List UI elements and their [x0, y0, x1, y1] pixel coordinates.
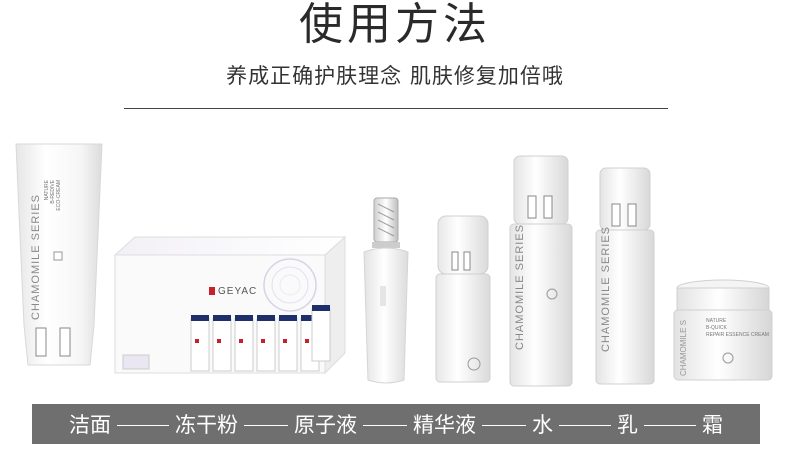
page-title: 使用方法	[299, 0, 491, 50]
cleanser-brand-text: CHAMOMILE SERIES	[30, 193, 42, 320]
step-powder: 冻干粉	[175, 413, 238, 437]
toner-bottle-image: CHAMOMILE SERIES	[508, 154, 574, 390]
step-separator	[482, 424, 526, 426]
cream-brand-text: CHAMOMILE SERIES	[680, 320, 688, 376]
step-separator	[644, 424, 696, 426]
usage-steps-bar: 洁面 冻干粉 原子液 精华液 水 乳 霜	[32, 404, 760, 444]
step-cleanse: 洁面	[69, 413, 111, 437]
products-showcase: CHAMOMILE SERIES NATURE B-REDIVE ECO-CRE…	[0, 120, 790, 400]
step-separator	[363, 424, 407, 426]
emulsion-bottle-shape	[595, 167, 655, 385]
essence-bottle-shape	[435, 215, 491, 383]
step-separator	[244, 424, 288, 426]
step-separator	[117, 424, 169, 426]
atom-liquid-bottle-image	[360, 196, 412, 388]
page-subtitle: 养成正确护肤理念 肌肤修复加倍哦	[226, 64, 564, 88]
step-emulsion: 乳	[617, 413, 638, 437]
cleanser-tube-shape	[15, 143, 103, 366]
step-toner: 水	[532, 413, 553, 437]
kit-brand-text: GEYAC	[218, 286, 258, 297]
step-essence: 精华液	[413, 413, 476, 437]
cream-jar-shape	[673, 279, 773, 381]
cream-line3: REPAIR ESSENCE CREAM	[706, 332, 769, 338]
emulsion-brand-text: CHAMOMILE SERIES	[600, 225, 612, 352]
essence-bottle-image	[434, 214, 492, 386]
toner-brand-text: CHAMOMILE SERIES	[514, 223, 526, 350]
toner-bottle-shape	[509, 155, 573, 387]
powder-kit-image: GEYAC	[105, 235, 355, 385]
header-divider	[124, 108, 668, 109]
cleanser-line3: ECO-CREAM	[56, 180, 62, 211]
step-cream: 霜	[702, 413, 723, 437]
cleanser-tube-image: CHAMOMILE SERIES NATURE B-REDIVE ECO-CRE…	[14, 140, 104, 370]
cream-line1: NATURE	[706, 318, 727, 324]
step-separator	[559, 424, 611, 426]
atom-bottle-shape	[363, 197, 409, 384]
emulsion-bottle-image: CHAMOMILE SERIES	[594, 166, 656, 388]
cream-jar-image: CHAMOMILE SERIES NATURE B-QUICK REPAIR E…	[668, 278, 778, 384]
cream-line2: B-QUICK	[706, 325, 727, 331]
step-atom-liquid: 原子液	[294, 413, 357, 437]
kit-box-shape	[113, 235, 347, 375]
